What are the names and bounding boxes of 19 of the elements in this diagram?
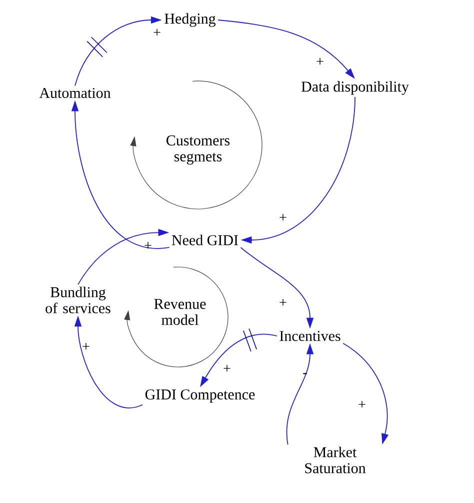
variable-label: GIDI Competence <box>145 389 255 403</box>
polarity-sign: - <box>303 373 307 374</box>
polarity-sign: + <box>154 29 160 36</box>
loop-label: Customers segmets <box>166 135 230 165</box>
variable-label: Automation <box>39 88 111 98</box>
polarity-sign: + <box>280 214 286 221</box>
variable-label: Incentives <box>280 330 340 342</box>
variable-label: Data disponibility <box>302 81 409 95</box>
variable-label: Market Saturation <box>305 446 366 474</box>
polarity-sign: + <box>316 58 324 65</box>
polarity-sign: + <box>82 343 90 350</box>
polarity-sign: + <box>144 242 152 249</box>
variable-label: Hedging <box>164 13 216 27</box>
polarity-sign: + <box>224 365 230 372</box>
variable-label: Bundling of services <box>46 286 110 314</box>
polarity-sign: + <box>358 401 366 408</box>
polarity-sign: + <box>280 299 286 306</box>
loop-label: Revenue model <box>154 299 206 325</box>
variable-label: Need GIDI <box>172 234 238 246</box>
